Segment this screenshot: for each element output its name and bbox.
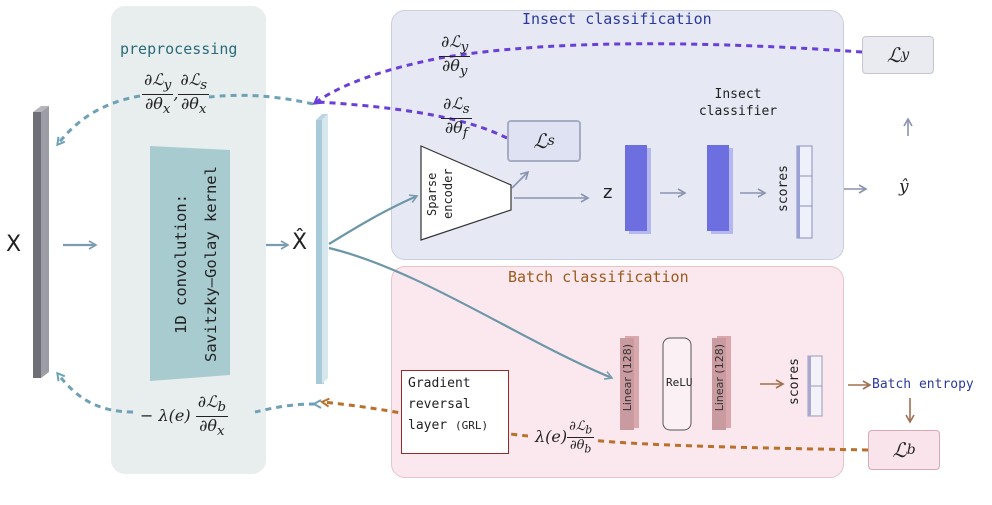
insect-scores-label: scores <box>776 165 791 212</box>
convolution-line1: 1D convolution: <box>172 194 190 335</box>
linear1-label: Linear (128) <box>621 344 634 412</box>
preprocessing-gradient-bottom: − λ(e) ∂ℒb∂θx <box>136 392 233 442</box>
convolution-block <box>150 146 230 381</box>
insect-scores-bar <box>796 145 813 239</box>
relu-block <box>662 337 692 431</box>
input-xhat-bar <box>316 114 328 384</box>
batch-scores-bar <box>807 355 823 417</box>
linear2-label: Linear (128) <box>713 344 726 412</box>
insect-classification-title: Insect classification <box>522 10 712 28</box>
batch-scores-label: scores <box>787 358 802 405</box>
y-hat-label: ŷ <box>899 177 909 197</box>
preprocessing-title: preprocessing <box>120 40 238 58</box>
linear2-block <box>712 336 731 430</box>
batch-classification-title: Batch classification <box>508 268 689 286</box>
convolution-label: 1D convolution: Savitzky–Golay kernel <box>166 162 226 367</box>
relu-label: ReLU <box>666 376 693 389</box>
sparse-encoder <box>420 145 512 241</box>
convolution-line2: Savitzky–Golay kernel <box>202 166 220 363</box>
batch-entropy-label: Batch entropy <box>872 377 974 392</box>
x-label: X <box>6 232 22 257</box>
sparse-encoder-label: Sparse encoder <box>425 168 455 220</box>
linear1-block <box>620 336 639 430</box>
gradient-reversal-layer-box: Gradient reversal layer (GRL) <box>401 370 509 454</box>
z-block <box>625 145 651 234</box>
insect-classifier-label: Insect classifier <box>698 87 778 119</box>
z-label: z <box>603 182 613 203</box>
insect-gradient-y: ∂ℒy∂θy <box>439 32 471 80</box>
preprocessing-gradient-top: ∂ℒy∂θx,∂ℒs∂θx <box>142 70 210 118</box>
classifier-block <box>707 145 733 234</box>
batch-gradient-label: λ(e)∂ℒb∂θb <box>532 420 598 455</box>
input-x-bar <box>33 106 49 378</box>
insect-gradient-s: ∂ℒs∂θf <box>441 94 472 142</box>
xhat-label: X̂ <box>292 230 308 255</box>
